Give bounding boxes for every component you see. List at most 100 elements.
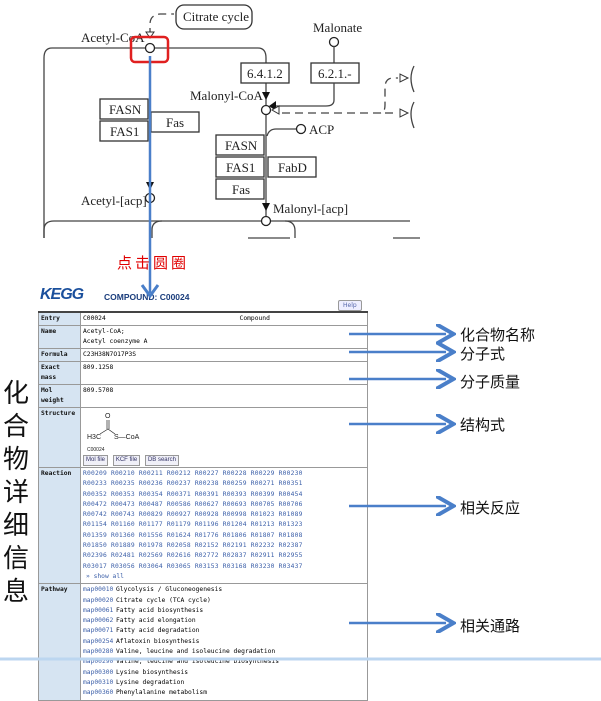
- map-node-offscreen[interactable]: [410, 101, 415, 129]
- enzyme-box-fasn[interactable]: [215, 134, 265, 156]
- compound-node-malonate[interactable]: [328, 36, 340, 48]
- reaction-link[interactable]: R01323: [278, 521, 303, 529]
- reaction-link[interactable]: R01808: [278, 531, 303, 539]
- reaction-link[interactable]: R00271: [250, 480, 275, 488]
- reaction-link[interactable]: R02232: [250, 542, 275, 550]
- reaction-link[interactable]: R00233: [83, 480, 107, 488]
- reaction-link[interactable]: R00627: [194, 500, 219, 508]
- pathway-id-link[interactable]: map00010: [83, 586, 114, 594]
- reaction-link[interactable]: R01807: [250, 531, 275, 539]
- pathway-id-link[interactable]: map00290: [83, 658, 114, 666]
- reaction-link[interactable]: R01978: [138, 542, 163, 550]
- compound-node-malonyl-acp[interactable]: [260, 215, 272, 227]
- reaction-link[interactable]: R02955: [278, 552, 303, 560]
- reaction-link[interactable]: R01177: [138, 521, 163, 529]
- reaction-link[interactable]: R00586: [166, 500, 191, 508]
- reaction-link[interactable]: R01889: [110, 542, 135, 550]
- reaction-link[interactable]: R00393: [222, 490, 247, 498]
- reaction-link[interactable]: R01556: [138, 531, 163, 539]
- reaction-link[interactable]: R02616: [166, 552, 191, 560]
- reaction-link[interactable]: R00210: [110, 470, 135, 477]
- reaction-link[interactable]: R00693: [222, 500, 247, 508]
- kegg-logo[interactable]: KEGG: [40, 286, 84, 303]
- reaction-link[interactable]: R00354: [138, 490, 163, 498]
- reaction-link[interactable]: R03064: [138, 562, 163, 570]
- reaction-link[interactable]: R03065: [166, 562, 191, 570]
- reaction-link[interactable]: R02058: [166, 542, 191, 550]
- reaction-link[interactable]: R00998: [222, 511, 247, 519]
- reaction-link[interactable]: R01196: [194, 521, 219, 529]
- reaction-link[interactable]: R00829: [138, 511, 163, 519]
- reaction-link[interactable]: R01213: [250, 521, 275, 529]
- enzyme-box-fas[interactable]: [215, 178, 265, 200]
- reaction-link[interactable]: R00353: [110, 490, 135, 498]
- pathway-id-link[interactable]: map00310: [83, 678, 114, 686]
- reaction-link[interactable]: R00235: [110, 480, 135, 488]
- reaction-link[interactable]: R01154: [83, 521, 107, 529]
- reaction-link[interactable]: R03153: [194, 562, 219, 570]
- reaction-link[interactable]: R00211: [138, 470, 163, 477]
- pathway-id-link[interactable]: map00071: [83, 627, 114, 635]
- reaction-link[interactable]: R00927: [166, 511, 191, 519]
- reaction-link[interactable]: R01776: [194, 531, 219, 539]
- reaction-link[interactable]: R00454: [278, 490, 303, 498]
- reaction-link[interactable]: R02387: [278, 542, 303, 550]
- pathway-id-link[interactable]: map00020: [83, 596, 114, 604]
- mol-file-button[interactable]: Mol file: [83, 455, 109, 466]
- show-all-link[interactable]: » show all: [86, 572, 124, 580]
- reaction-link[interactable]: R00391: [194, 490, 219, 498]
- pathway-id-link[interactable]: map00300: [83, 668, 114, 676]
- reaction-link[interactable]: R00473: [110, 500, 135, 508]
- enzyme-box-6-4-1-2[interactable]: [240, 62, 290, 84]
- enzyme-box-fas1[interactable]: [215, 156, 265, 178]
- reaction-link[interactable]: R01359: [83, 531, 107, 539]
- reaction-link[interactable]: R00229: [250, 470, 275, 477]
- reaction-link[interactable]: R03230: [250, 562, 275, 570]
- reaction-link[interactable]: R00472: [83, 500, 107, 508]
- reaction-link[interactable]: R01850: [83, 542, 107, 550]
- reaction-link[interactable]: R00212: [166, 470, 191, 477]
- reaction-link[interactable]: R01179: [166, 521, 191, 529]
- reaction-link[interactable]: R00230: [278, 470, 303, 477]
- enzyme-box-fabd[interactable]: [267, 156, 317, 178]
- reaction-link[interactable]: R01204: [222, 521, 247, 529]
- reaction-link[interactable]: R00351: [278, 480, 303, 488]
- reaction-link[interactable]: R00352: [83, 490, 107, 498]
- reaction-link[interactable]: R00399: [250, 490, 275, 498]
- reaction-link[interactable]: R00928: [194, 511, 219, 519]
- reaction-link[interactable]: R00237: [166, 480, 191, 488]
- reaction-link[interactable]: R01360: [110, 531, 135, 539]
- reaction-link[interactable]: R00743: [110, 511, 135, 519]
- reaction-link[interactable]: R03056: [110, 562, 135, 570]
- reaction-link[interactable]: R01089: [278, 511, 303, 519]
- reaction-link[interactable]: R00742: [83, 511, 107, 519]
- reaction-link[interactable]: R02911: [250, 552, 275, 560]
- compound-node-acetyl-acp[interactable]: [144, 192, 156, 204]
- reaction-link[interactable]: R00236: [138, 480, 163, 488]
- pathway-id-link[interactable]: map00254: [83, 637, 114, 645]
- reaction-link[interactable]: R00706: [278, 500, 303, 508]
- pathway-id-link[interactable]: map00280: [83, 648, 114, 656]
- reaction-link[interactable]: R02837: [222, 552, 247, 560]
- help-button[interactable]: Help: [338, 300, 362, 311]
- enzyme-box-fas1[interactable]: [99, 120, 149, 142]
- reaction-link[interactable]: R01624: [166, 531, 191, 539]
- reaction-link[interactable]: R03017: [83, 562, 107, 570]
- compound-node-malonyl-coa[interactable]: [260, 104, 272, 116]
- reaction-link[interactable]: R03168: [222, 562, 247, 570]
- reaction-link[interactable]: R02152: [194, 542, 219, 550]
- reaction-link[interactable]: R02481: [110, 552, 135, 560]
- reaction-link[interactable]: R00371: [166, 490, 191, 498]
- reaction-link[interactable]: R02191: [222, 542, 247, 550]
- pathway-id-link[interactable]: map00360: [83, 689, 114, 697]
- reaction-link[interactable]: R01806: [222, 531, 247, 539]
- compound-node-acp[interactable]: [295, 123, 307, 135]
- reaction-link[interactable]: R02396: [83, 552, 107, 560]
- reaction-link[interactable]: R01023: [250, 511, 275, 519]
- reaction-link[interactable]: R02569: [138, 552, 163, 560]
- kcf-file-button[interactable]: KCF file: [112, 455, 141, 466]
- pathway-id-link[interactable]: map00061: [83, 606, 114, 614]
- reaction-link[interactable]: R00259: [222, 480, 247, 488]
- db-search-button[interactable]: DB search: [144, 455, 179, 466]
- reaction-link[interactable]: R00209: [83, 470, 107, 477]
